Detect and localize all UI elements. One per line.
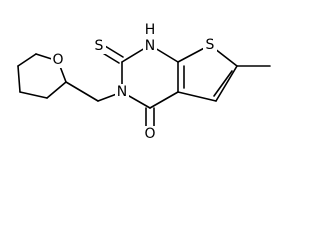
bond <box>104 45 124 58</box>
bond <box>17 65 21 93</box>
atom-label-s-thione: S <box>92 38 106 54</box>
atom-label-o-carbonyl: O <box>143 126 157 142</box>
atom-symbol: O <box>144 126 155 142</box>
atom-label-n3: N <box>115 84 129 100</box>
atom-label-nh-hydrogen: H <box>143 22 157 38</box>
bond <box>213 70 233 97</box>
atom-label-o-ring: O <box>51 52 65 68</box>
atom-symbol: S <box>206 37 215 53</box>
atom-label-n1: N <box>143 38 157 54</box>
structure-canvas: O N H N S S O <box>17 22 271 142</box>
atom-symbol: H <box>145 22 156 38</box>
atom-symbol: S <box>95 38 104 54</box>
atom-symbol: N <box>145 38 155 54</box>
bond <box>149 91 179 109</box>
bond <box>65 81 99 102</box>
bond <box>19 91 48 99</box>
atom-label-s-ring: S <box>203 37 217 53</box>
bond <box>177 91 217 102</box>
atom-label-layer: O N H N S S O <box>51 22 217 142</box>
bond <box>17 53 37 67</box>
bond <box>215 65 238 102</box>
atom-symbol: N <box>117 84 127 100</box>
bond <box>46 81 67 99</box>
atom-symbol: O <box>52 52 63 68</box>
